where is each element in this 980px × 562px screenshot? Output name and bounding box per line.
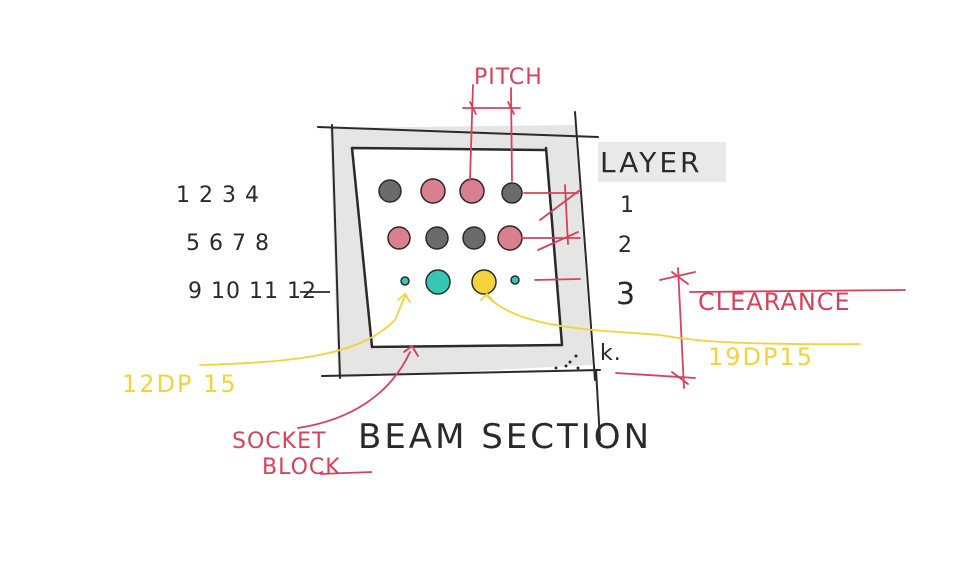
bar-12 [510, 275, 520, 285]
socket-block-shading [330, 125, 592, 378]
block-label: BLOCK [262, 455, 341, 480]
bar-11 [471, 269, 497, 295]
layer-spacing-dimension [521, 184, 581, 281]
bar-6 [425, 226, 449, 250]
pitch-dimension [462, 84, 521, 182]
bar-4 [501, 182, 523, 204]
small-bar-label: 12DP 15 [122, 370, 238, 398]
corner-dots [554, 354, 580, 370]
bar-8 [497, 225, 523, 251]
clearance-label: CLEARANCE [698, 288, 851, 316]
bar-10 [425, 269, 451, 295]
layer-2-label: 2 [618, 233, 633, 258]
bar-3 [459, 178, 485, 204]
block-underline [319, 471, 373, 475]
numbering-row-1: 1 2 3 4 [176, 183, 260, 208]
clearance-dimension [615, 267, 906, 389]
layer-1-label: 1 [620, 193, 635, 218]
pitch-label: PITCH [474, 65, 543, 90]
leader-lines [199, 292, 861, 429]
bar-row-3 [400, 269, 520, 295]
bar-row-2 [387, 225, 523, 251]
socket-label: SOCKET [232, 429, 326, 454]
bar-1 [378, 179, 402, 203]
k-label: k. [600, 341, 622, 366]
numbering-row-3: 9 10 11 12 [188, 279, 317, 304]
numbering-row-2: 5 6 7 8 [186, 231, 270, 256]
large-bar-leader [486, 295, 861, 346]
bar-2 [420, 178, 446, 204]
socket-block-leader [297, 351, 411, 429]
bar-9 [400, 276, 410, 286]
beam-section-title: BEAM SECTION [358, 417, 652, 457]
beam-outline [317, 111, 601, 441]
large-bar-label: 19DP15 [708, 343, 814, 371]
bar-5 [387, 226, 411, 250]
bar-row-1 [378, 178, 523, 204]
small-bar-leader [199, 295, 406, 366]
bar-7 [462, 226, 486, 250]
layer-3-label: 3 [616, 277, 636, 312]
inner-outline [350, 146, 564, 349]
layer-label-shade [598, 142, 726, 182]
layer-label: LAYER [600, 146, 702, 179]
